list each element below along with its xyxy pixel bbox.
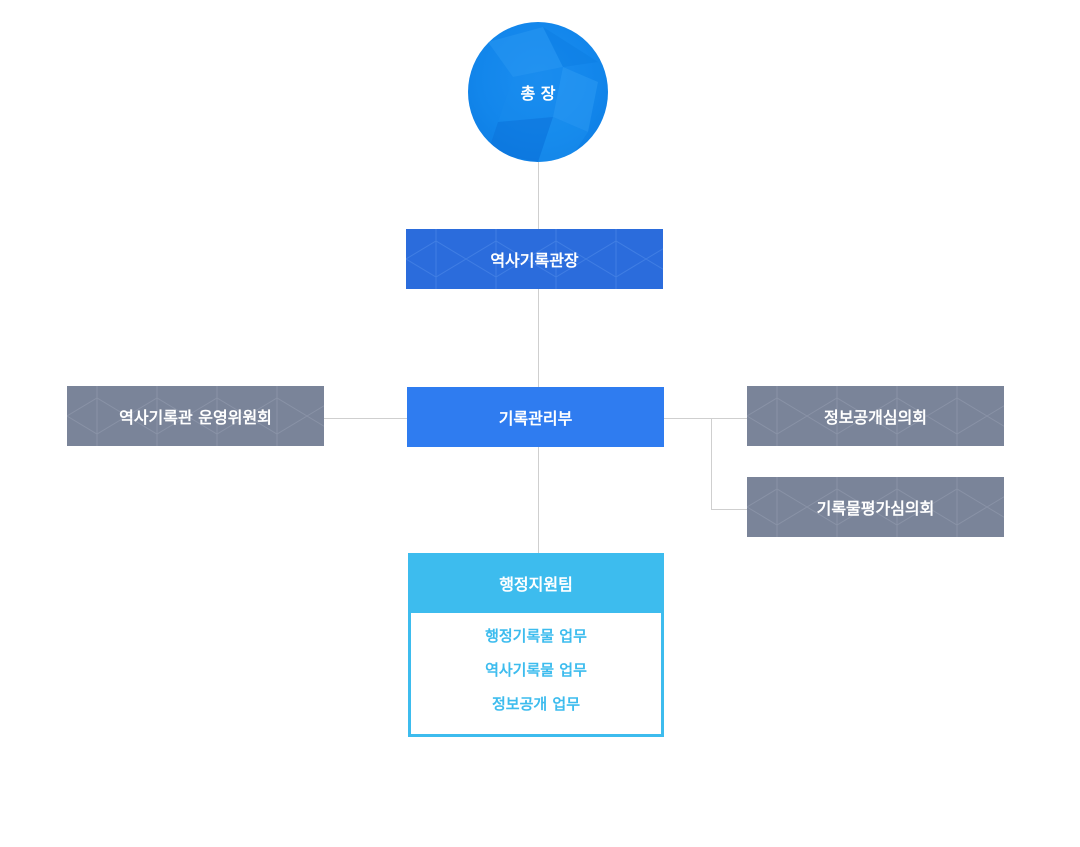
committee-eval-node: 기록물평가심의회 — [747, 477, 1004, 537]
connector-branch-eval — [711, 418, 712, 509]
records-dept-node: 기록관리부 — [407, 387, 664, 447]
team-task-list: 행정기록물 업무 역사기록물 업무 정보공개 업무 — [411, 619, 661, 721]
team-task-item: 역사기록물 업무 — [485, 661, 587, 679]
connector-dept-ops-committee — [324, 418, 407, 419]
team-header: 행정지원팀 — [408, 553, 664, 613]
committee-info-node: 정보공개심의회 — [747, 386, 1004, 446]
connector-dept-info-committee — [664, 418, 747, 419]
team-box: 행정지원팀 행정기록물 업무 역사기록물 업무 정보공개 업무 — [408, 553, 664, 737]
president-label: 총 장 — [520, 84, 556, 103]
records-dept-label: 기록관리부 — [498, 409, 573, 428]
committee-ops-label: 역사기록관 운영위원회 — [119, 408, 272, 427]
president-node: 총 장 — [468, 22, 608, 162]
connector-dept-team — [538, 447, 539, 553]
committee-info-label: 정보공개심의회 — [823, 408, 928, 427]
archive-head-node: 역사기록관장 — [406, 229, 663, 289]
committee-eval-label: 기록물평가심의회 — [816, 499, 935, 518]
connector-eval-committee — [711, 509, 747, 510]
committee-ops-node: 역사기록관 운영위원회 — [67, 386, 324, 446]
team-task-item: 정보공개 업무 — [491, 695, 581, 713]
team-task-item: 행정기록물 업무 — [485, 627, 587, 645]
connector-president-archive — [538, 162, 539, 229]
archive-head-label: 역사기록관장 — [490, 251, 579, 270]
connector-archive-dept — [538, 289, 539, 387]
